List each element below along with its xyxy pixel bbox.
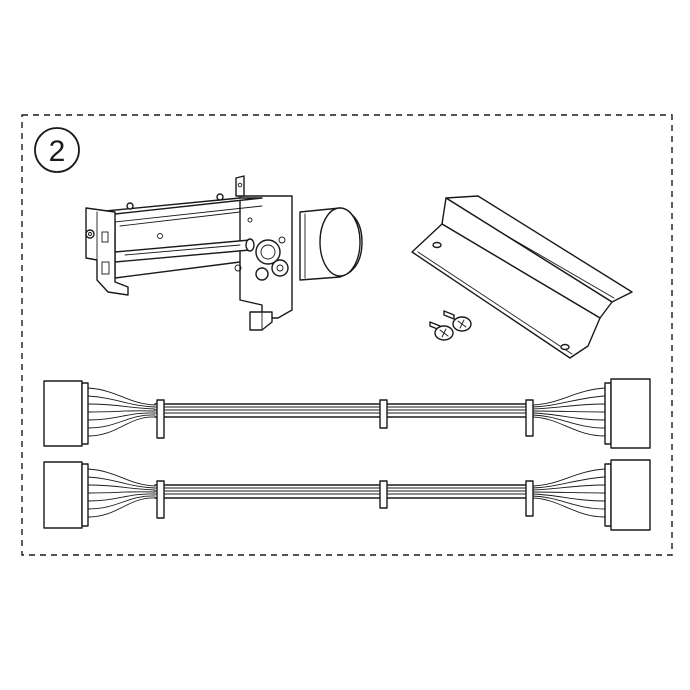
screw-icon bbox=[429, 310, 472, 341]
bracket-icon bbox=[411, 195, 633, 359]
cable-icon bbox=[43, 378, 651, 449]
cable-icon bbox=[43, 459, 651, 531]
step-badge: 2 bbox=[34, 127, 80, 173]
printer-mechanism-icon bbox=[85, 175, 363, 331]
step-number: 2 bbox=[49, 135, 66, 168]
kit-boundary bbox=[21, 114, 673, 556]
